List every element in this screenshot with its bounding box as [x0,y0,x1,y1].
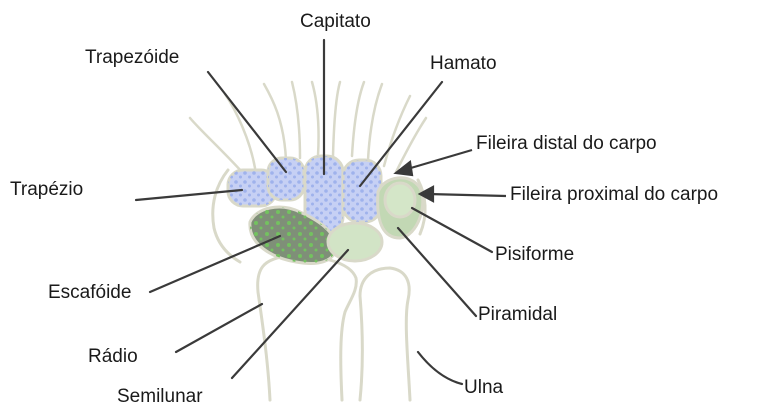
leader-trapezoide [208,72,286,172]
pisiform-bone [385,183,415,217]
label-hamato: Hamato [430,53,497,74]
label-piramidal: Piramidal [478,304,557,325]
lunate-bone [328,223,382,261]
leader-radio [176,304,262,352]
ulna-bone [360,268,410,400]
metacarpal-1b [225,94,255,168]
leader-escafoide [150,236,280,292]
metacarpal-1 [190,118,242,172]
metacarpal-5 [384,96,410,166]
label-fileira-proximal: Fileira proximal do carpo [510,184,718,205]
label-fileira-distal: Fileira distal do carpo [476,133,657,154]
label-capitato: Capitato [300,11,371,32]
arrow-fileira-proximal-line [428,194,506,196]
metacarpal-2b [292,82,300,158]
label-ulna: Ulna [464,377,504,398]
label-pisiforme: Pisiforme [495,244,574,265]
leader-piramidal [398,228,476,316]
metacarpal-3b [333,82,340,156]
leader-semilunar [232,250,348,378]
metacarpal-4b [368,84,382,160]
radius-bone [258,256,357,400]
label-semilunar: Semilunar [117,386,203,407]
label-trapezoide: Trapezóide [85,47,179,68]
leader-pisiforme [412,208,492,252]
metacarpal-3 [312,82,319,156]
metacarpal-4 [352,82,364,156]
label-trapezio: Trapézio [10,179,83,200]
label-escafoide: Escafóide [48,282,131,303]
arrow-fileira-distal-line [404,150,472,170]
leader-ulna [418,352,462,384]
label-radio: Rádio [88,346,138,367]
leader-trapezio [136,190,242,200]
